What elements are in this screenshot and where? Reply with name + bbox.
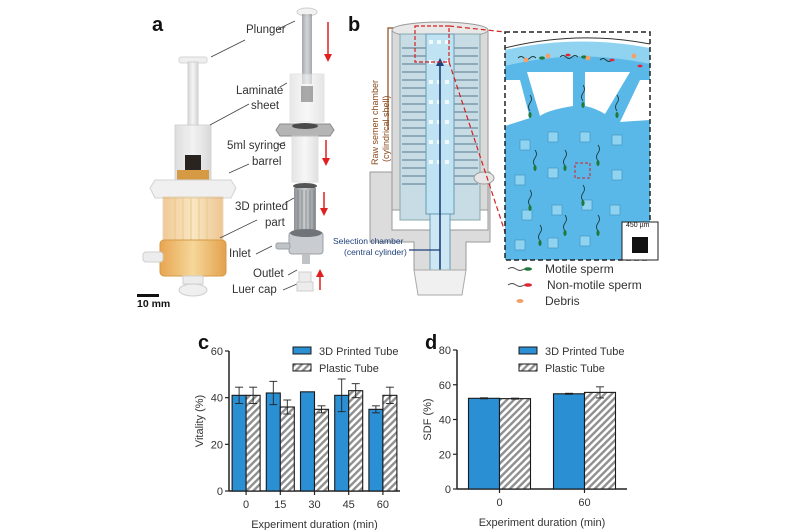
bar-plastic bbox=[498, 398, 532, 490]
x-tick-label: 60 bbox=[578, 497, 590, 509]
exploded-syringe bbox=[275, 7, 335, 292]
assembled-syringe bbox=[142, 56, 237, 297]
y-tick-label: 60 bbox=[211, 346, 223, 358]
x-tick-label: 45 bbox=[343, 499, 355, 511]
panel-d-letter: d bbox=[425, 332, 438, 354]
y-axis-label: SDF (%) bbox=[422, 398, 434, 440]
y-tick-label: 0 bbox=[217, 486, 223, 498]
y-tick-label: 40 bbox=[211, 393, 223, 405]
legend-debris: Debris bbox=[545, 294, 580, 308]
selection-chamber-label-2: (central cylinder) bbox=[344, 247, 407, 257]
label-luer-cap: Luer cap bbox=[232, 284, 277, 296]
panel-c-letter: c bbox=[198, 332, 210, 354]
scale-bar-label: 10 mm bbox=[137, 298, 171, 310]
x-tick-label: 30 bbox=[308, 499, 320, 511]
y-tick-label: 60 bbox=[439, 380, 451, 392]
label-printed-1: 3D printed bbox=[235, 201, 289, 213]
y-tick-label: 20 bbox=[211, 439, 223, 451]
bar-3d-printed bbox=[552, 393, 586, 490]
x-tick-label: 0 bbox=[496, 497, 502, 509]
label-plunger: Plunger bbox=[246, 24, 286, 36]
label-laminate-2: sheet bbox=[251, 100, 280, 112]
panel-b-letter: b bbox=[348, 14, 361, 36]
bar-3d-printed bbox=[467, 397, 501, 490]
legend-non-motile-sperm: Non-motile sperm bbox=[547, 278, 642, 292]
bar-plastic bbox=[583, 391, 617, 490]
x-axis-label: Experiment duration (min) bbox=[251, 519, 378, 530]
x-tick-label: 60 bbox=[377, 499, 389, 511]
label-syringe-2: barrel bbox=[252, 156, 282, 168]
legend-label-plastic: Plastic Tube bbox=[545, 363, 605, 375]
x-tick-label: 15 bbox=[274, 499, 286, 511]
label-outlet: Outlet bbox=[253, 268, 284, 280]
leader-lines bbox=[209, 20, 298, 291]
legend-glyphs bbox=[507, 267, 532, 303]
legend-swatch-plastic bbox=[518, 363, 538, 372]
assembly-arrows bbox=[316, 22, 332, 290]
legend-motile-sperm: Motile sperm bbox=[545, 262, 614, 276]
y-tick-label: 20 bbox=[439, 449, 451, 461]
panel-a-letter: a bbox=[152, 14, 164, 36]
y-tick-label: 80 bbox=[439, 345, 451, 357]
magnified-scale-label: 450 µm bbox=[626, 222, 650, 229]
legend-swatch-3d-printed bbox=[518, 346, 538, 355]
x-axis-label: Experiment duration (min) bbox=[479, 517, 606, 529]
y-axis-label: Vitality (%) bbox=[194, 395, 206, 447]
y-tick-label: 40 bbox=[439, 415, 451, 427]
x-tick-label: 0 bbox=[243, 499, 249, 511]
label-laminate-1: Laminate bbox=[236, 85, 284, 97]
label-printed-2: part bbox=[265, 217, 285, 229]
y-tick-label: 0 bbox=[445, 484, 451, 496]
legend-swatch-3d-printed bbox=[292, 346, 312, 355]
legend-swatch-plastic bbox=[292, 363, 312, 372]
legend-label-3d-printed: 3D Printed Tube bbox=[545, 346, 625, 358]
legend-label-3d-printed: 3D Printed Tube bbox=[319, 346, 399, 358]
label-inlet: Inlet bbox=[229, 248, 251, 260]
label-syringe-1: 5ml syringe bbox=[227, 140, 286, 152]
legend-label-plastic: Plastic Tube bbox=[319, 363, 379, 375]
selection-chamber-label-1: Selection chamber bbox=[333, 236, 404, 246]
scale-bar-10mm bbox=[137, 294, 159, 297]
